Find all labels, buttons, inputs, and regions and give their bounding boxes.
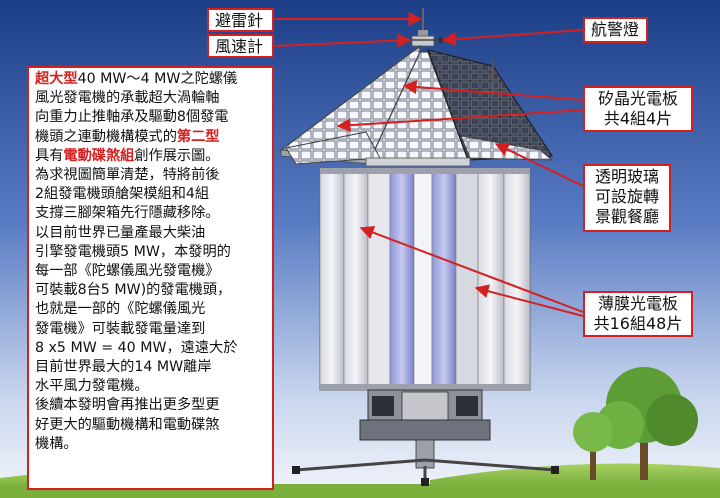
desc-highlight: 電動碟煞組 [63,147,135,164]
desc-line: 2組發電機頭艙架模組和4組 [35,186,210,203]
label-silicon-panel-line2: 共4組4片 [603,109,673,128]
desc-line: 後續本發明會再推出更多型更 [35,397,220,414]
label-lightning-rod-text: 避雷針 [215,11,264,30]
desc-line: 目前世界最大的14 MW離岸 [35,359,212,376]
desc-highlight: 第二型 [176,128,220,145]
desc-line: 好更大的驅動機構和電動碟煞 [35,416,220,433]
annotation-arrows [273,12,584,317]
desc-line: 也就是一部的《陀螺儀風光 [35,301,206,318]
desc-line: 發電機》可裝載發電量達到 [35,320,206,337]
label-glass-line2: 可設旋轉 [594,187,659,206]
label-glass: 透明玻璃 可設旋轉 景觀餐廳 [583,164,671,232]
roof-right-dark-panel [427,49,554,161]
label-thinfilm-line2: 共16組48片 [593,314,683,333]
label-glass-line1: 透明玻璃 [594,167,659,186]
label-lightning-rod: 避雷針 [207,8,274,32]
desc-line: 具有電動碟煞組創作展示圖。 [35,147,266,166]
desc-line: 為求視圖簡單清楚，特將前後 [35,167,220,184]
desc-text: 40 MW～4 MW之陀螺儀 [77,71,238,87]
arrow-silicon-1 [402,80,584,101]
arrow-thinfilm-2 [474,284,584,317]
tree-group [573,367,698,480]
desc-line: 支撐三腳架箱先行隱藏移除。 [35,205,220,222]
arrow-silicon-2 [336,109,584,133]
desc-line: 水平風力發電機。 [35,378,149,395]
label-silicon-panel-line1: 矽晶光電板 [597,89,678,108]
desc-line: 每一部《陀螺儀風光發電機》 [35,263,220,280]
label-silicon-panel: 矽晶光電板 共4組4片 [583,86,693,132]
desc-line: 以目前世界已量產最大柴油 [35,224,206,241]
arrow-aviation-light [441,29,584,47]
desc-line: 超大型40 MW～4 MW之陀螺儀 [35,70,266,89]
desc-text: 機頭之連動機構模式的 [35,128,177,145]
label-aviation-light: 航警燈 [583,17,648,43]
label-anemometer: 風速計 [207,34,274,58]
desc-line: 風光發電機的承載超大渦輪軸 [35,90,220,107]
base-mechanism [292,389,559,486]
arrow-anemometer [273,33,412,48]
desc-text: 創作展示圖。 [134,147,220,164]
desc-line: 引擎發電機頭5 MW，本發明的 [35,243,231,260]
label-thinfilm-line1: 薄膜光電板 [597,294,678,313]
desc-line: 8 x5 MW = 40 MW，遠遠大於 [35,339,238,356]
label-glass-line3: 景觀餐廳 [594,207,659,226]
label-anemometer-text: 風速計 [215,37,264,56]
desc-highlight: 超大型 [35,71,78,87]
label-thinfilm: 薄膜光電板 共16組48片 [583,291,693,337]
arrow-glass [494,143,584,187]
desc-text: 具有 [35,147,64,164]
desc-line: 機構。 [35,435,78,452]
description-box: 超大型40 MW～4 MW之陀螺儀 風光發電機的承載超大渦輪軸 向重力止推軸承及… [27,66,274,490]
desc-line: 向重力止推軸承及驅動8個發電 [35,109,229,126]
label-aviation-light-text: 航警燈 [591,20,640,39]
desc-line: 可裝載8台5 MW)的發電機頭， [35,282,232,299]
desc-line: 機頭之連動機構模式的第二型 [35,128,266,147]
arrow-thinfilm-1 [359,225,584,313]
